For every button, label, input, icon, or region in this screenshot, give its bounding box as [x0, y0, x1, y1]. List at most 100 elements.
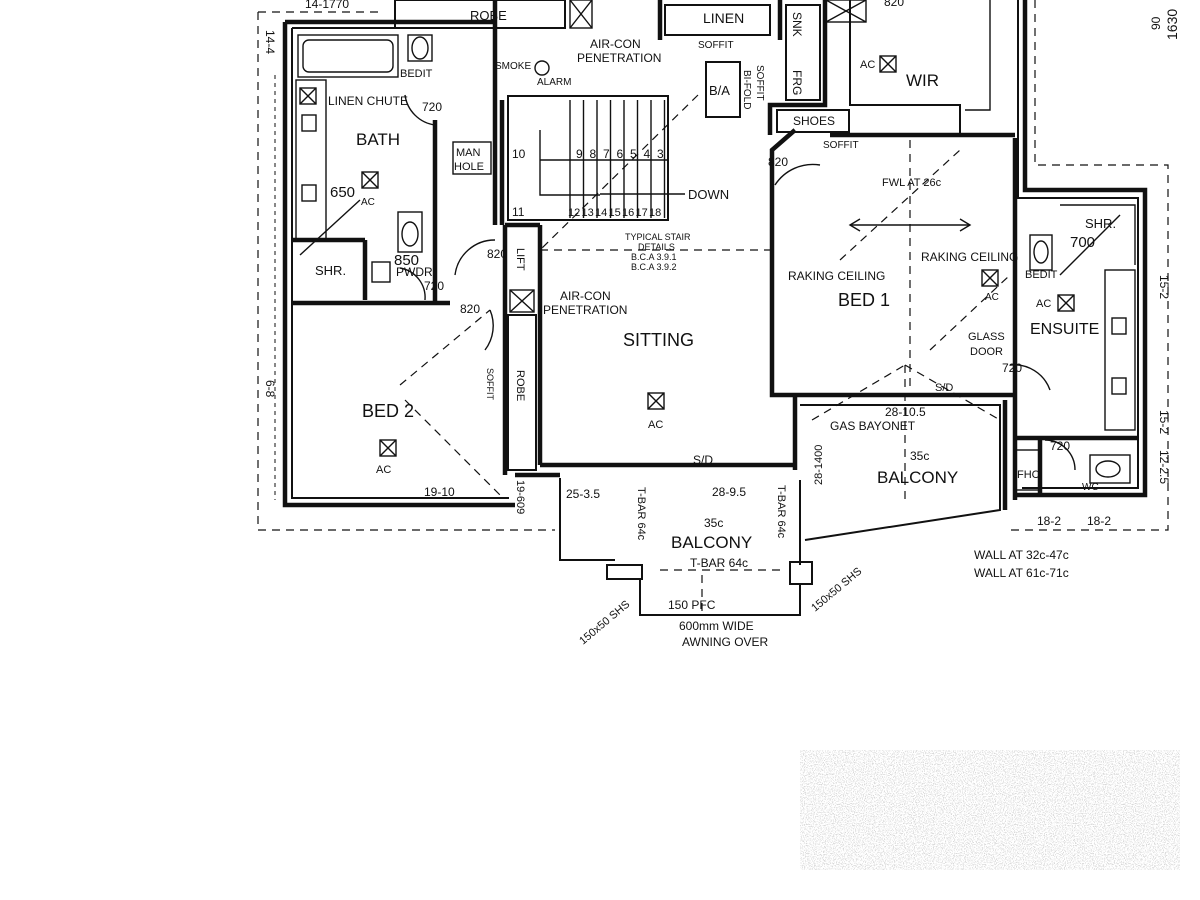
dim-19-10: 19-10	[424, 485, 455, 499]
room-man-hole-2: HOLE	[454, 161, 484, 173]
room-shr-right: SHR.	[1085, 216, 1116, 231]
tbar-right: T-BAR 64c	[775, 485, 787, 539]
stair-number: 6	[617, 147, 624, 161]
dim-700: 700	[1070, 234, 1095, 251]
dim-720-wc: 720	[1050, 439, 1070, 453]
dim-28-105: 28-10.5	[885, 405, 926, 419]
c35-front: 35c	[704, 516, 723, 530]
stair-number-11: 11	[512, 205, 525, 219]
stair-number: 14	[595, 207, 607, 219]
staircase	[539, 100, 668, 218]
aircon-mid-line2: PENETRATION	[543, 303, 627, 317]
dim-1630: 1630	[1164, 9, 1180, 40]
soffit-bifold-line1: SOFFIT	[754, 65, 765, 101]
awning-2: AWNING OVER	[682, 635, 769, 649]
room-linen-chute: LINEN CHUTE	[328, 94, 408, 108]
dim-650: 650	[330, 184, 355, 201]
ac-sitting: AC	[648, 419, 663, 431]
door-swings	[399, 94, 1076, 471]
room-robe-top: ROBE	[470, 8, 507, 23]
room-bath: BATH	[356, 130, 400, 149]
dim-820-hall: 820	[487, 247, 507, 261]
dim-15-2a: 15-2	[1157, 275, 1171, 299]
raking-right: RAKING CEILING	[921, 250, 1018, 264]
stair-note-3: B.C.A 3.9.1	[631, 252, 677, 262]
room-robe-side: ROBE	[514, 370, 526, 401]
aircon-mid-line1: AIR-CON	[560, 289, 611, 303]
stair-rail	[539, 130, 600, 196]
soffit-top: SOFFIT	[698, 40, 734, 51]
smoke-line2: ALARM	[537, 77, 571, 88]
room-lift: LIFT	[514, 248, 526, 271]
annotations: AIR-CON PENETRATION AIR-CON PENETRATION …	[361, 37, 1069, 649]
room-wir: WIR	[906, 71, 939, 90]
ac-bed1: AC	[985, 292, 999, 303]
dim-28-1400: 28-1400	[813, 445, 825, 485]
room-snk: SNK	[790, 12, 804, 37]
c35-right: 35c	[910, 449, 929, 463]
stair-number-10: 10	[512, 147, 526, 161]
dim-15-2b: 15-2	[1157, 410, 1171, 434]
dim-25-35: 25-3.5	[566, 487, 600, 501]
stair-number: 7	[603, 147, 610, 161]
dim-820-bed2: 820	[460, 302, 480, 316]
room-sitting: SITTING	[623, 330, 694, 350]
dim-14-4: 14-4	[263, 30, 277, 54]
room-bed2: BED 2	[362, 401, 414, 421]
pfc-note: 150 PFC	[668, 598, 716, 612]
room-shr-left: SHR.	[315, 263, 346, 278]
room-man-hole-1: MAN	[456, 147, 481, 159]
ac-bed2: AC	[376, 464, 391, 476]
fixtures	[295, 0, 1136, 491]
room-wc: WC	[1082, 482, 1099, 493]
stair-number: 3	[657, 147, 664, 161]
sd-right: S/D	[935, 382, 953, 394]
stair-number: 5	[630, 147, 637, 161]
ac-ensuite: AC	[1036, 298, 1051, 310]
dim-14-1770: 14-1770	[305, 0, 349, 11]
room-balcony-front: BALCONY	[671, 533, 752, 552]
dim-720-ens: 720	[1002, 361, 1022, 375]
room-ba: B/A	[709, 83, 730, 98]
dim-850: 850	[394, 252, 419, 269]
aircon-top-line1: AIR-CON	[590, 37, 641, 51]
dim-720-pwdr: 720	[424, 279, 444, 293]
room-bed1: BED 1	[838, 290, 890, 310]
tbar-left: T-BAR 64c	[635, 487, 647, 541]
soffit-shoes: SOFFIT	[823, 140, 859, 151]
stair-down: DOWN	[688, 187, 729, 202]
soffit-bifold-line2: BI-FOLD	[741, 70, 752, 109]
walls	[282, 0, 1148, 616]
room-frg: FRG	[790, 70, 804, 95]
ac-bath: AC	[361, 197, 375, 208]
room-labels: ROBE LINEN BATH LINEN CHUTE BEDIT SHR. P…	[315, 8, 1116, 552]
stair-note-1: TYPICAL STAIR	[625, 232, 691, 242]
ac-wir: AC	[860, 59, 875, 71]
smoke-alarm-icon	[534, 60, 550, 76]
stair-note-2: DETAILS	[638, 242, 675, 252]
ceiling-lines	[399, 94, 1011, 612]
awning-1: 600mm WIDE	[679, 619, 754, 633]
tbar-bottom: T-BAR 64c	[690, 556, 748, 570]
wall-note-2: WALL AT 61c-71c	[974, 566, 1069, 580]
stair-number: 4	[644, 147, 651, 161]
sd-sitting: S/D	[693, 453, 713, 467]
dim-18-2a: 18-2	[1037, 514, 1061, 528]
shs-right: 150x50 SHS	[809, 565, 864, 614]
room-linen-top: LINEN	[703, 10, 744, 26]
room-bedit-right: BEDIT	[1025, 269, 1058, 281]
fwl-note: FWL AT 26c	[882, 177, 942, 189]
dim-12-25: 12-2.5	[1157, 450, 1171, 484]
stair-number: 16	[622, 207, 634, 219]
raking-left: RAKING CEILING	[788, 269, 885, 283]
dim-720-bath: 720	[422, 100, 442, 114]
boundary-lines	[257, 0, 1169, 531]
gas-bayonet: GAS BAYONET	[830, 419, 916, 433]
glass-door-1: GLASS	[968, 331, 1005, 343]
room-shoes: SHOES	[793, 114, 835, 128]
stair-number: 17	[636, 207, 648, 219]
room-soffit-side: SOFFIT	[485, 368, 495, 400]
dim-90: 90	[1149, 16, 1163, 30]
